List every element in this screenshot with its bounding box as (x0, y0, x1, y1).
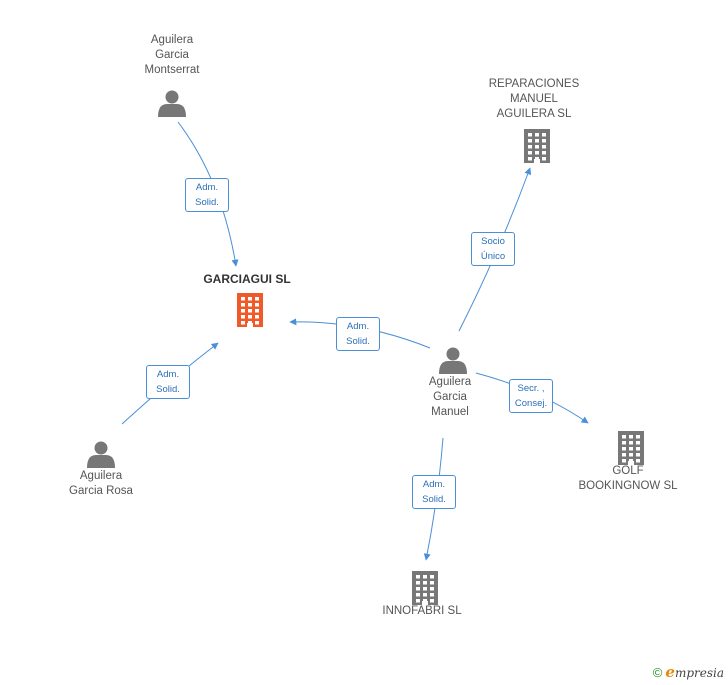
node-label-reparaciones[interactable]: REPARACIONES MANUEL AGUILERA SL (464, 77, 604, 122)
node-label-line: Garcia Rosa (69, 485, 133, 497)
edge-label-line: Solid. (156, 384, 180, 395)
node-label-line: Manuel (431, 406, 469, 418)
node-label-innofabri[interactable]: INNOFABRI SL (352, 604, 492, 619)
node-label-line: Garcia (155, 49, 189, 61)
edge-label-line: Consej. (514, 398, 548, 409)
node-label-line: GARCIAGUI SL (203, 272, 291, 286)
reparaciones-building-icon[interactable] (524, 129, 550, 163)
node-label-line: Montserrat (144, 64, 200, 76)
node-label-line: Aguilera (79, 470, 123, 482)
golf-building-icon[interactable] (618, 431, 644, 465)
edge-label-line: Adm. (422, 479, 446, 490)
node-label-line: Garcia (433, 391, 467, 403)
edge-label-line: Adm. (156, 369, 180, 380)
node-label-line: Aguilera (150, 34, 194, 46)
rosa-person-icon[interactable] (87, 441, 115, 469)
node-label-garciagui[interactable]: GARCIAGUI SL (177, 272, 317, 287)
node-label-line: BOOKINGNOW SL (578, 480, 678, 492)
edge-label-line: Único (480, 251, 506, 262)
edge-label-line: Secr. , (517, 383, 545, 394)
node-label-line: INNOFABRI SL (382, 605, 462, 617)
edge-label-montserrat-to-garciagui: Adm. Solid. (185, 178, 229, 212)
innofabri-building-icon[interactable] (412, 571, 438, 605)
edge-label-line: Solid. (422, 494, 446, 505)
edge-label-line: Adm. (346, 321, 370, 332)
edge-label-manuel-to-garciagui: Adm. Solid. (336, 317, 380, 351)
edge-label-line: Socio (481, 236, 505, 247)
edge-label-line: Solid. (346, 336, 370, 347)
edge-label-manuel-to-innofabri: Adm. Solid. (412, 475, 456, 509)
manuel-person-icon[interactable] (439, 347, 467, 375)
edge-label-line: Solid. (195, 197, 219, 208)
node-label-line: AGUILERA SL (496, 108, 572, 120)
footer-brand: ©empresia (653, 663, 724, 681)
edge-label-manuel-to-golf: Secr. , Consej. (509, 379, 553, 413)
node-label-line: Aguilera (428, 376, 472, 388)
edge-label-line: Adm. (195, 182, 219, 193)
montserrat-person-icon[interactable] (158, 90, 186, 118)
node-label-line: GOLF (612, 465, 644, 477)
brand-logo: empresia (665, 663, 724, 681)
edge-label-rosa-to-garciagui: Adm. Solid. (146, 365, 190, 399)
node-label-golf[interactable]: GOLF BOOKINGNOW SL (558, 464, 698, 494)
node-label-line: MANUEL (510, 93, 558, 105)
node-label-line: REPARACIONES (488, 78, 580, 90)
garciagui-building-icon[interactable] (237, 293, 263, 327)
copyright-icon: © (652, 665, 663, 680)
